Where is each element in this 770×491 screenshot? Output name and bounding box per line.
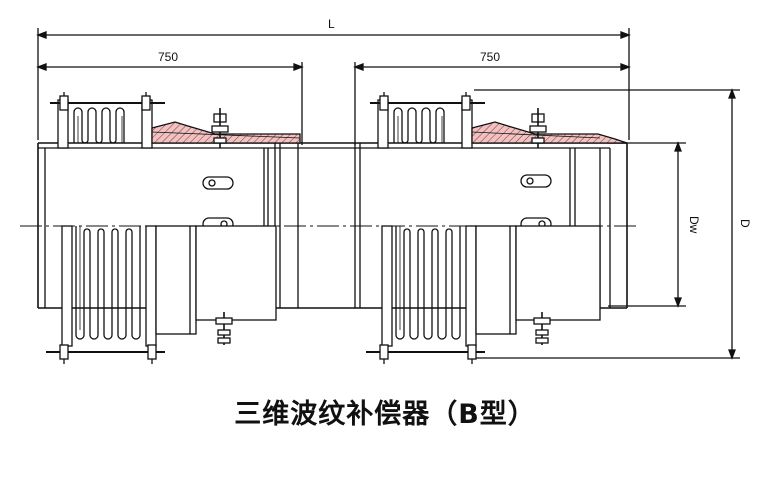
dimension-right-750: 750 — [353, 50, 631, 145]
right-slot-upper-hole — [526, 177, 534, 185]
dimension-label-Dw: Dw — [687, 216, 701, 234]
right-bellows-top — [370, 92, 628, 149]
left-slot-upper — [202, 176, 234, 190]
right-slot-upper — [520, 174, 552, 188]
dimension-label-L: L — [328, 17, 335, 31]
left-bellows-top — [50, 92, 301, 149]
dimension-label-left-750: 750 — [158, 50, 178, 64]
right-bellows-bottom — [366, 225, 601, 364]
right-bottom-bolt — [533, 312, 551, 345]
dimension-inner-diameter: Dw — [608, 141, 701, 308]
dimension-outer-diameter: D — [474, 88, 752, 360]
left-top-bolt — [211, 108, 229, 148]
dimension-label-right-750: 750 — [480, 50, 500, 64]
dimension-left-750: 750 — [36, 50, 304, 145]
left-bellows-bottom — [46, 225, 277, 364]
dimension-label-D: D — [738, 219, 752, 228]
left-bottom-bolt — [215, 312, 233, 345]
left-slot-upper-hole — [208, 179, 216, 187]
drawing-caption: 三维波纹补偿器（B型） — [234, 399, 536, 430]
right-top-bolt — [529, 108, 547, 148]
dimension-overall-length: L — [36, 17, 631, 140]
